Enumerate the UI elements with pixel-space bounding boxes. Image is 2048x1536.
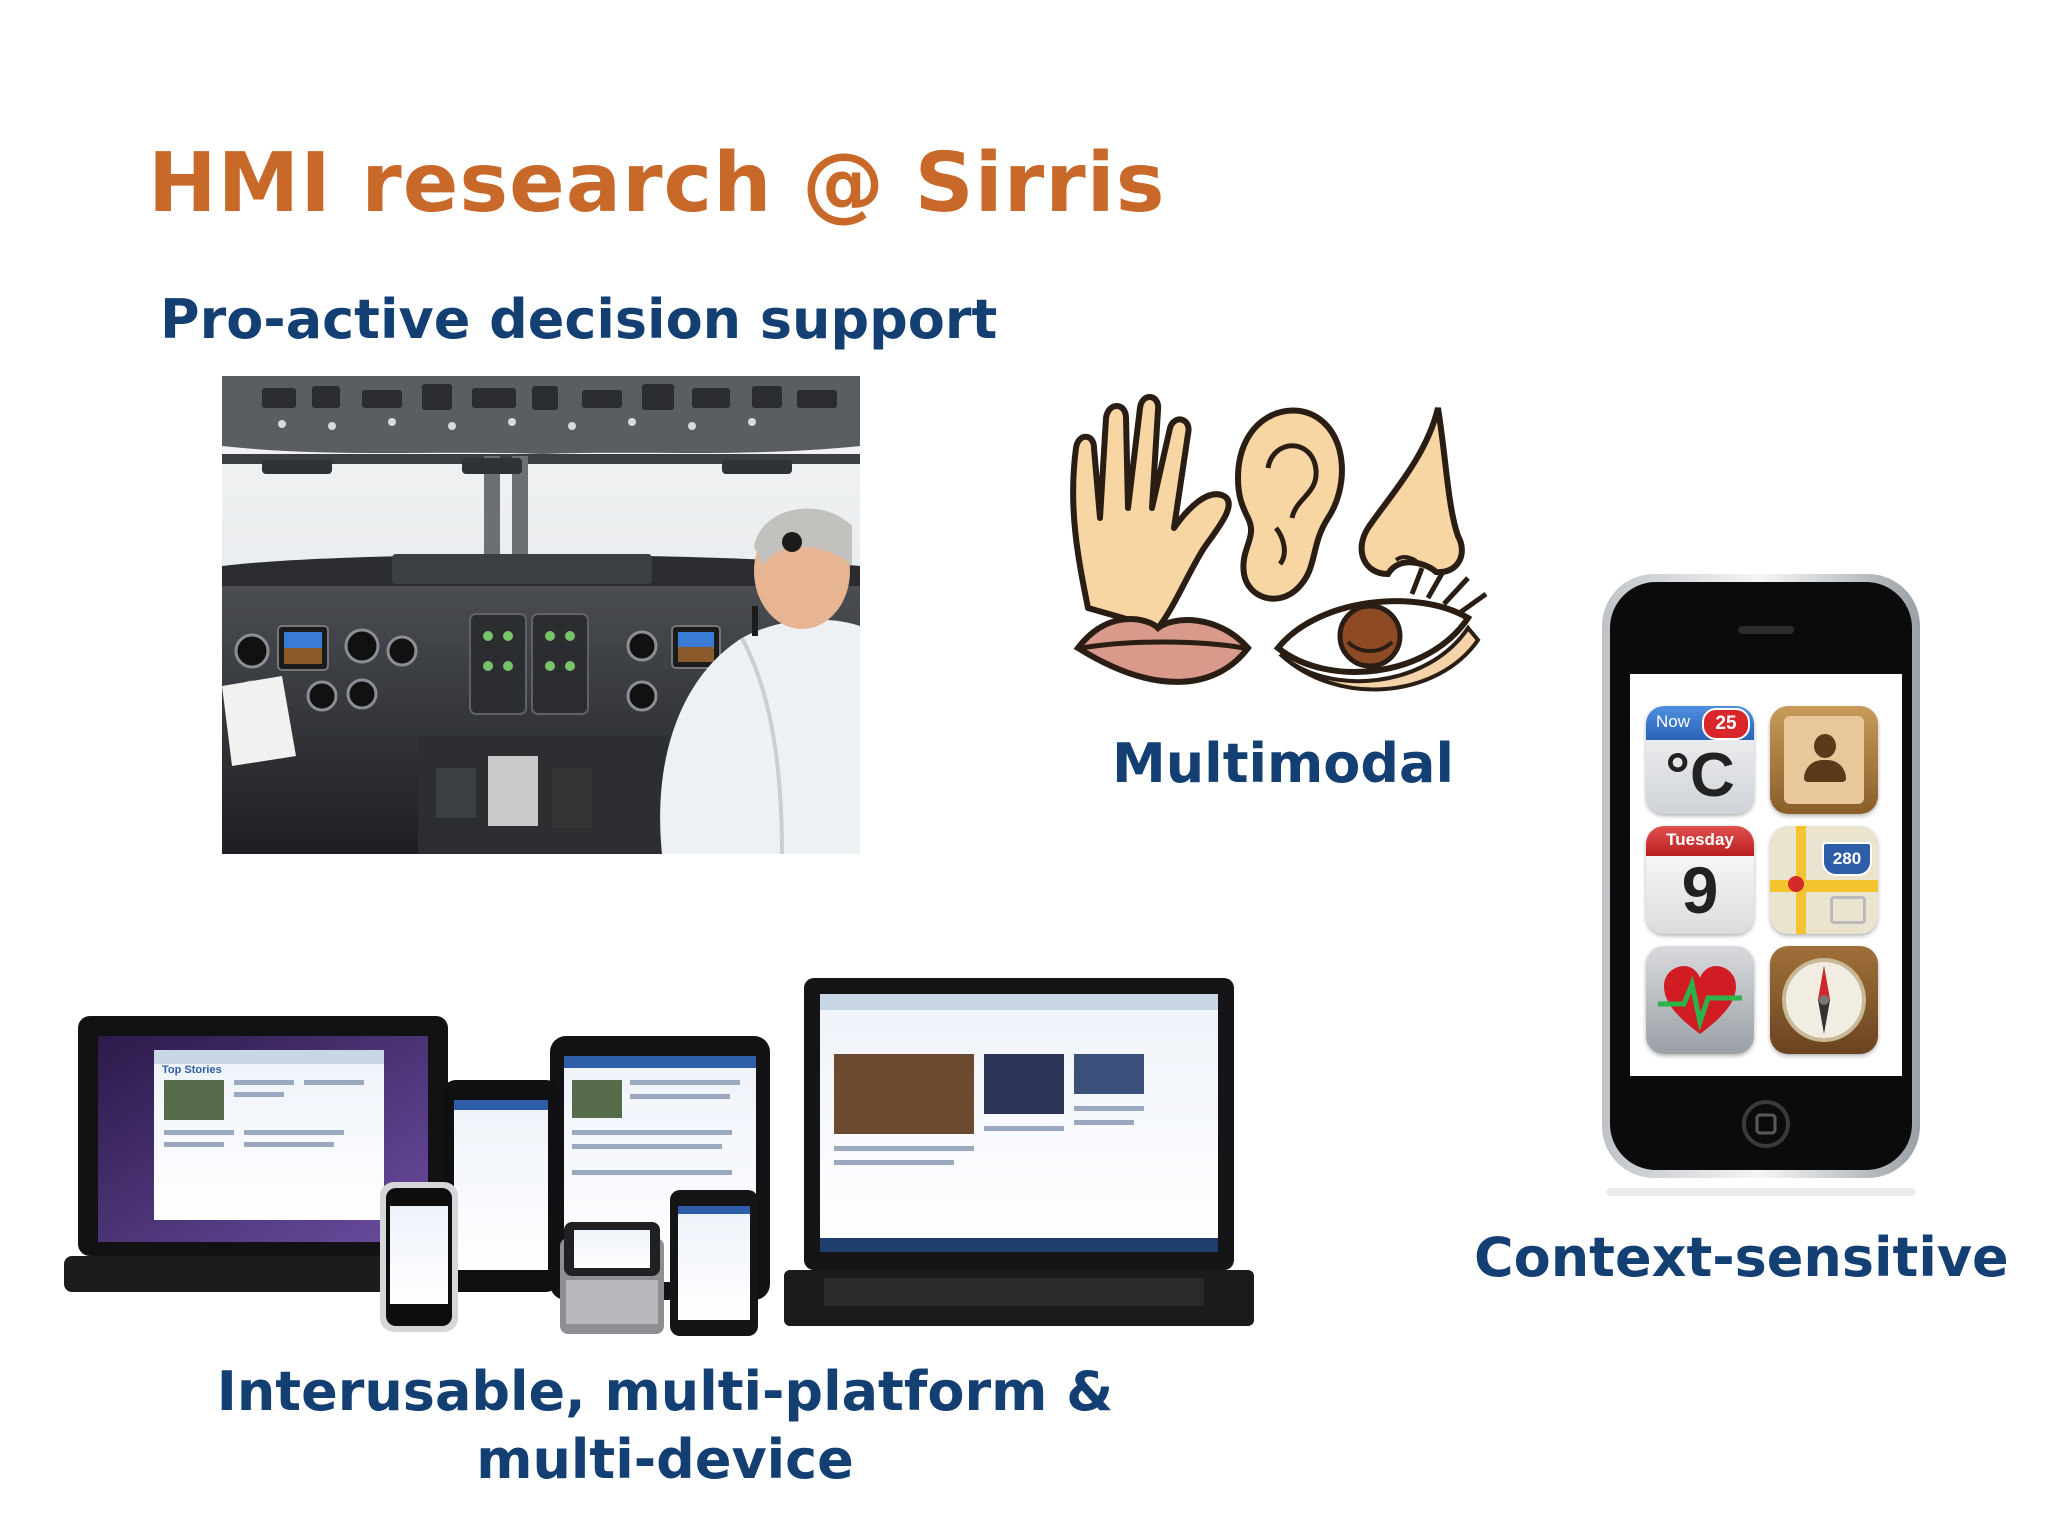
cockpit-photo (222, 376, 860, 854)
caption-interusable-line1: Interusable, multi-platform & (216, 1360, 1114, 1423)
weather-app-icon[interactable]: Now 25 °C (1646, 706, 1754, 814)
heart-monitor-icon[interactable] (1646, 946, 1754, 1054)
iphone-device (380, 1182, 458, 1332)
senses-illustration (1070, 394, 1488, 692)
slider-phone-device (560, 1222, 664, 1334)
caption-multimodal: Multimodal (1112, 732, 1454, 795)
weather-badge: 25 (1702, 708, 1750, 740)
caption-context-sensitive: Context-sensitive (1474, 1226, 2009, 1289)
macbook-device (64, 1016, 484, 1292)
caption-interusable: Interusable, multi-platform & multi-devi… (160, 1358, 1170, 1494)
hand-icon (1070, 394, 1232, 641)
map-route-shield: 280 (1822, 842, 1872, 876)
laptop-device (784, 978, 1254, 1326)
calendar-date: 9 (1681, 853, 1719, 927)
devices-illustration (64, 978, 1254, 1336)
small-tablet-device (442, 1080, 560, 1292)
calendar-day-label: Tuesday (1666, 830, 1734, 849)
nose-icon (1358, 407, 1465, 578)
lips-icon (1073, 616, 1252, 685)
caption-interusable-line2: multi-device (476, 1428, 854, 1491)
phone-app-grid: Now 25 °C Tuesday 9 280 (1646, 706, 1886, 1056)
top-stories-label: Top Stories (162, 1064, 222, 1076)
maps-app-icon[interactable]: 280 (1770, 826, 1878, 934)
android-phone-device (670, 1190, 758, 1336)
calendar-app-icon[interactable]: Tuesday 9 (1646, 826, 1754, 934)
contacts-icon[interactable] (1770, 706, 1878, 814)
compass-icon[interactable] (1770, 946, 1878, 1054)
caption-proactive-decision-support: Pro-active decision support (160, 288, 998, 351)
weather-now-label: Now (1656, 712, 1691, 731)
eye-icon (1273, 567, 1488, 692)
weather-unit: °C (1665, 741, 1735, 810)
ear-icon (1234, 407, 1345, 602)
slide-title: HMI research @ Sirris (148, 136, 1166, 231)
